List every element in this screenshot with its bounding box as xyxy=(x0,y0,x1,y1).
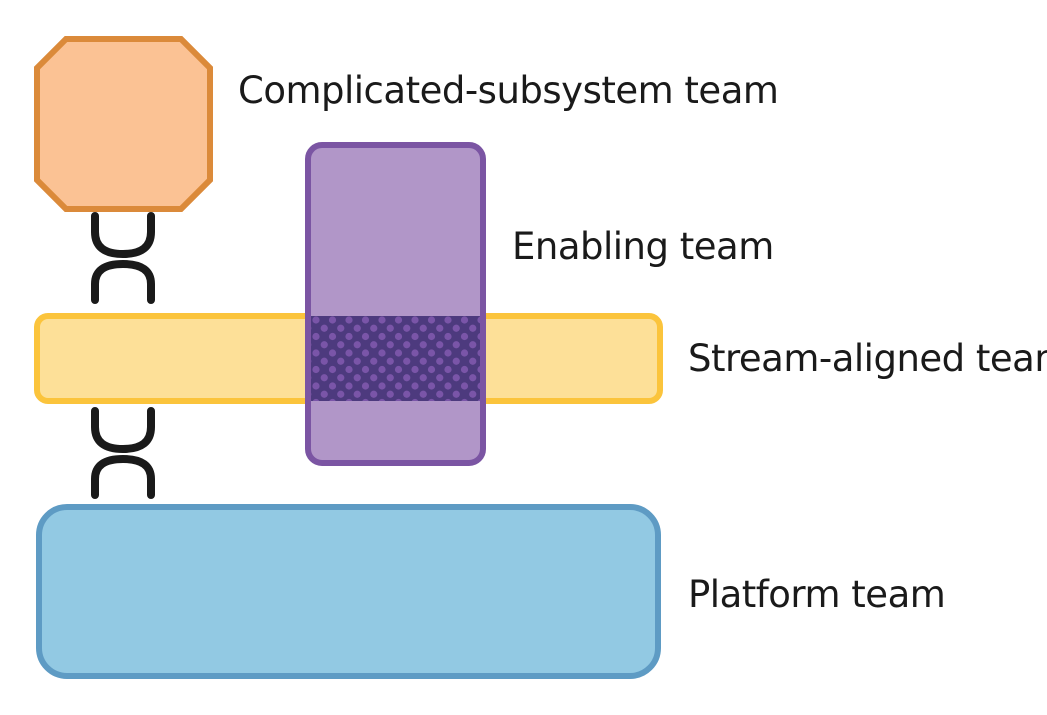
connector-stream-to-platform xyxy=(91,407,155,499)
facilitating-interaction-overlap xyxy=(311,316,480,401)
complicated-subsystem-team-shape xyxy=(34,36,213,212)
enabling-team-shape xyxy=(305,142,486,466)
connector-complicated-to-stream xyxy=(91,212,155,304)
platform-team-label: Platform team xyxy=(688,573,946,616)
connector-link-top xyxy=(91,212,155,259)
stream-aligned-team-label: Stream-aligned team xyxy=(688,337,1047,380)
connector-link-bottom xyxy=(91,259,155,304)
connector-link-top xyxy=(91,407,155,454)
platform-team-shape xyxy=(36,504,661,679)
connector-link-bottom xyxy=(91,454,155,499)
complicated-subsystem-team-label: Complicated-subsystem team xyxy=(238,69,779,112)
enabling-team-label: Enabling team xyxy=(512,225,774,268)
